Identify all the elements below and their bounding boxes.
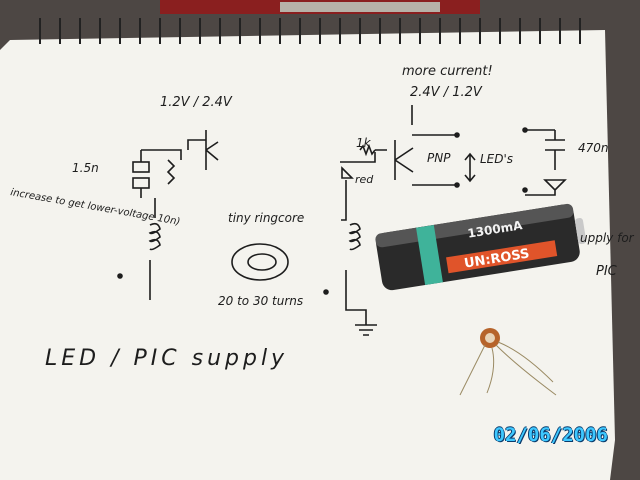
label-ringcore: tiny ringcore bbox=[228, 211, 304, 225]
label-inductor: 1.5n bbox=[72, 161, 99, 175]
label-supply-for: upply for bbox=[580, 231, 635, 245]
pen-cap bbox=[280, 2, 440, 12]
label-resistor: 1k bbox=[356, 136, 372, 150]
date-stamp: 02/06/2006 bbox=[493, 424, 608, 446]
label-more-current: more current! bbox=[402, 64, 493, 79]
label-title: LED / PIC supply bbox=[45, 346, 288, 371]
label-turns: 20 to 30 turns bbox=[218, 294, 303, 308]
aa-battery: UN:ROSS 1300mA bbox=[375, 203, 587, 291]
label-red: red bbox=[355, 173, 374, 186]
label-leds: LED's bbox=[480, 152, 513, 166]
label-voltage-right: 2.4V / 1.2V bbox=[410, 85, 483, 100]
label-pic: PIC bbox=[596, 264, 618, 279]
sketch-paper bbox=[0, 30, 615, 480]
ringcore-coil bbox=[459, 328, 557, 396]
label-pnp: PNP bbox=[427, 151, 451, 165]
label-capacitor: 470n bbox=[578, 141, 609, 155]
spiral-binding bbox=[39, 18, 581, 44]
schematic-sketch bbox=[117, 105, 567, 336]
label-voltage-left: 1.2V / 2.4V bbox=[160, 95, 233, 110]
